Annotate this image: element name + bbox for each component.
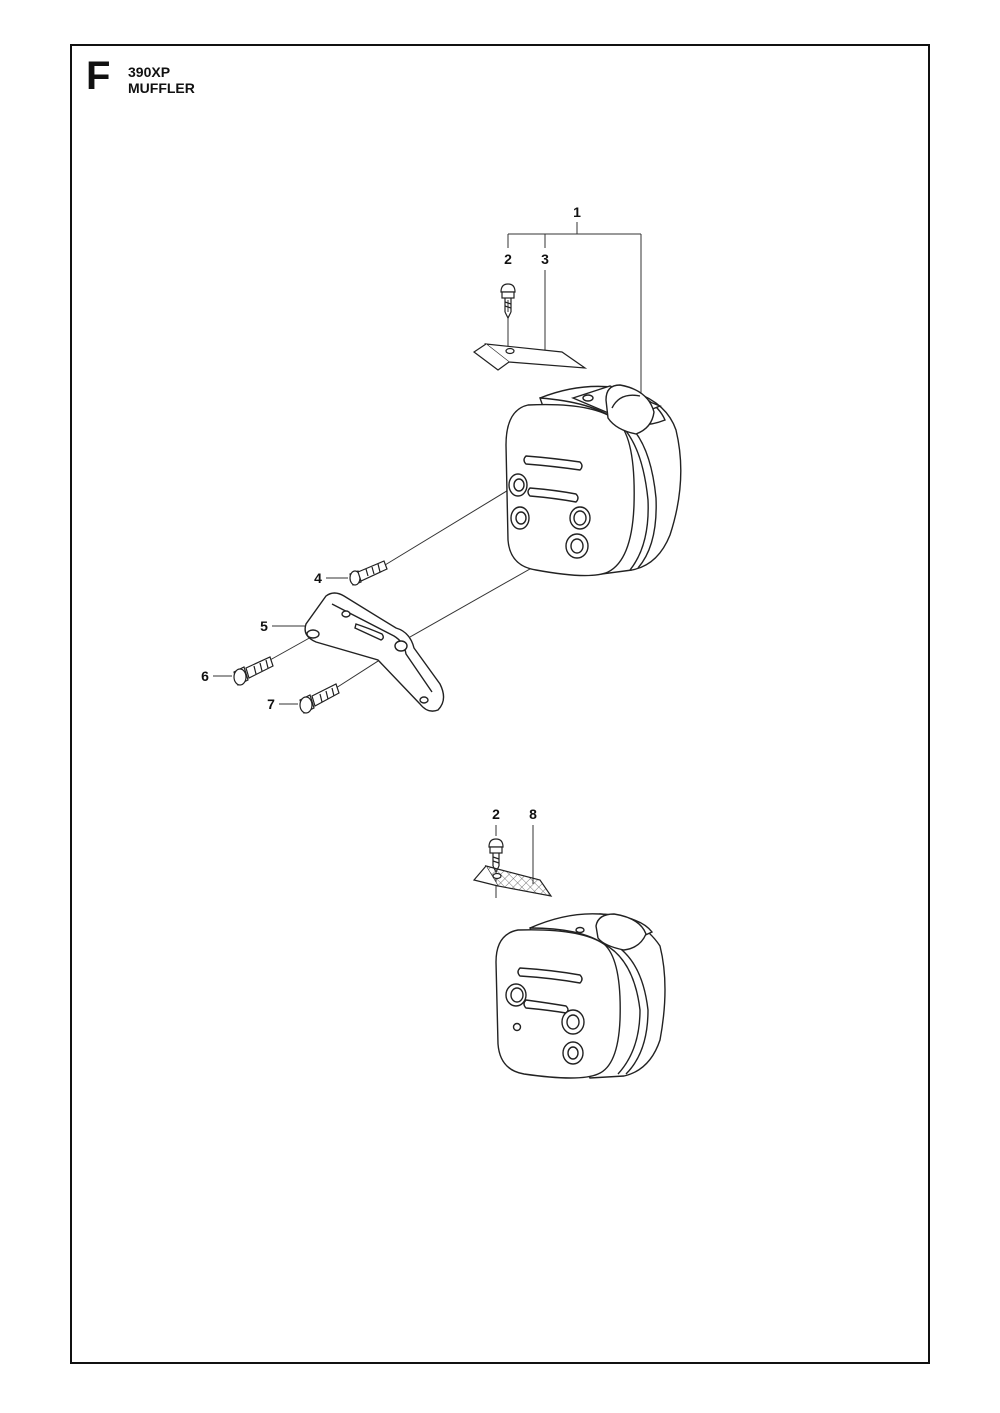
- callout-3: 3: [541, 251, 549, 267]
- page-frame: [70, 44, 930, 1364]
- section-title: MUFFLER: [128, 80, 195, 96]
- callout-2-top: 2: [504, 251, 512, 267]
- bolt-7: [299, 683, 340, 714]
- callout-4: 4: [314, 570, 322, 586]
- heat-shield-plate: [472, 343, 588, 371]
- section-letter: F: [86, 54, 111, 98]
- callout-5: 5: [260, 618, 268, 634]
- muffler-top: [505, 384, 682, 577]
- callout-6: 6: [201, 668, 209, 684]
- callout-2-bottom: 2: [492, 806, 500, 822]
- callout-8: 8: [529, 806, 537, 822]
- bolt-6: [233, 656, 274, 686]
- muffler-bottom: [495, 913, 666, 1079]
- bracket-5: [304, 592, 445, 712]
- callout-1: 1: [573, 204, 581, 220]
- spark-arrestor-screen: [472, 865, 553, 897]
- callout-7: 7: [267, 696, 275, 712]
- screw-2-top: [500, 283, 516, 320]
- bolt-4: [349, 560, 388, 586]
- model-name: 390XP: [128, 64, 171, 80]
